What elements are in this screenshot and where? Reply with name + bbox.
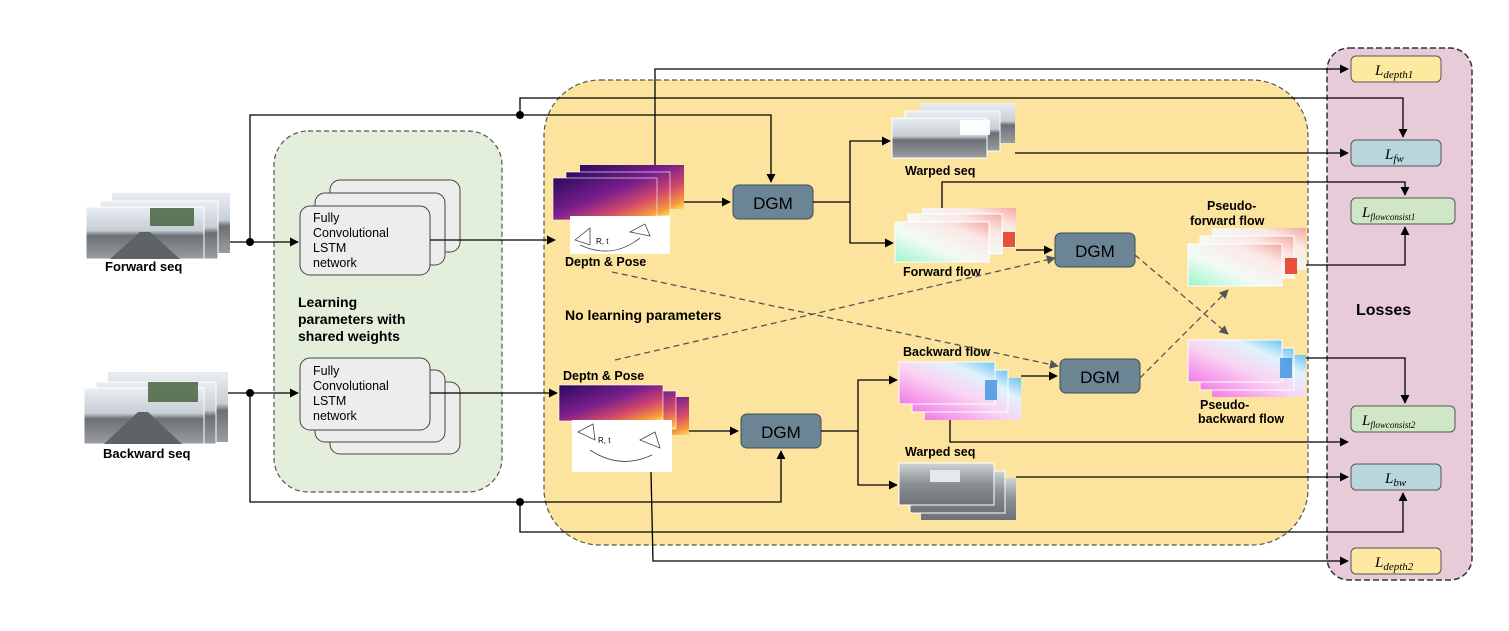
pseudo-forward-label: Pseudo- forward flow bbox=[1190, 199, 1265, 228]
svg-text:DGM: DGM bbox=[753, 194, 793, 213]
svg-text:DGM: DGM bbox=[1080, 368, 1120, 387]
pseudo-forward-images bbox=[1187, 228, 1306, 287]
svg-text:Lbw: Lbw bbox=[1384, 471, 1407, 489]
svg-text:Lflowconsist1: Lflowconsist1 bbox=[1361, 205, 1415, 222]
forward-seq-label: Forward seq bbox=[105, 259, 182, 274]
loss-depth1: Ldepth1 bbox=[1350, 55, 1442, 83]
lstm-bottom-text: Fully Convolutional LSTM network bbox=[313, 364, 392, 423]
backward-flow-images bbox=[898, 361, 1021, 420]
backward-flow-label: Backward flow bbox=[903, 345, 991, 359]
lstm-top-text: Fully Convolutional LSTM network bbox=[313, 211, 392, 270]
pseudo-backward-label: Pseudo- backward flow bbox=[1198, 398, 1284, 426]
dgm-box-3: DGM bbox=[1059, 358, 1141, 394]
junction-dots bbox=[246, 111, 524, 506]
no-learning-caption: No learning parameters bbox=[565, 307, 722, 323]
warped-seq-top-images bbox=[891, 103, 1015, 159]
svg-text:Ldepth1: Ldepth1 bbox=[1374, 63, 1413, 81]
depth-pose-bottom-images: R, t bbox=[558, 384, 689, 472]
depth-pose-bottom-label: Deptn & Pose bbox=[563, 369, 644, 383]
lstm-stack-top bbox=[299, 179, 461, 276]
backward-seq-label: Backward seq bbox=[103, 446, 190, 461]
dgm-box-2: DGM bbox=[1054, 232, 1136, 268]
forward-seq-images bbox=[85, 193, 230, 260]
svg-text:Ldepth2: Ldepth2 bbox=[1374, 555, 1414, 573]
depth-pose-top-images: R, t bbox=[552, 165, 684, 254]
svg-text:R, t: R, t bbox=[598, 436, 611, 445]
shared-weights-caption: Learning parameters with shared weights bbox=[298, 294, 409, 344]
warped-seq-bottom-label: Warped seq bbox=[905, 445, 975, 459]
backward-seq-images bbox=[83, 372, 228, 445]
warped-seq-top-label: Warped seq bbox=[905, 164, 975, 178]
forward-flow-images bbox=[894, 208, 1016, 263]
connectors bbox=[228, 64, 1410, 566]
losses-title: Losses bbox=[1356, 302, 1411, 319]
loss-flowconsist2: Lflowconsist2 bbox=[1350, 405, 1456, 433]
loss-fw: Lfw bbox=[1350, 139, 1442, 167]
pseudo-backward-images bbox=[1187, 339, 1306, 397]
forward-flow-label: Forward flow bbox=[903, 265, 981, 279]
svg-text:Lfw: Lfw bbox=[1384, 147, 1404, 165]
lstm-stack-bottom bbox=[299, 357, 461, 455]
warped-seq-bottom-images bbox=[898, 462, 1016, 520]
loss-flowconsist1: Lflowconsist1 bbox=[1350, 197, 1456, 225]
svg-text:DGM: DGM bbox=[761, 423, 801, 442]
loss-depth2: Ldepth2 bbox=[1350, 547, 1442, 575]
svg-text:R, t: R, t bbox=[596, 237, 609, 246]
svg-text:Lflowconsist2: Lflowconsist2 bbox=[1361, 413, 1416, 430]
depth-pose-top-label: Deptn & Pose bbox=[565, 255, 646, 269]
losses-region bbox=[1326, 47, 1473, 581]
loss-bw: Lbw bbox=[1350, 463, 1442, 491]
dgm-box-4: DGM bbox=[740, 413, 822, 449]
dgm-box-1: DGM bbox=[732, 184, 814, 220]
dashed-connectors bbox=[611, 254, 1229, 379]
svg-text:DGM: DGM bbox=[1075, 242, 1115, 261]
